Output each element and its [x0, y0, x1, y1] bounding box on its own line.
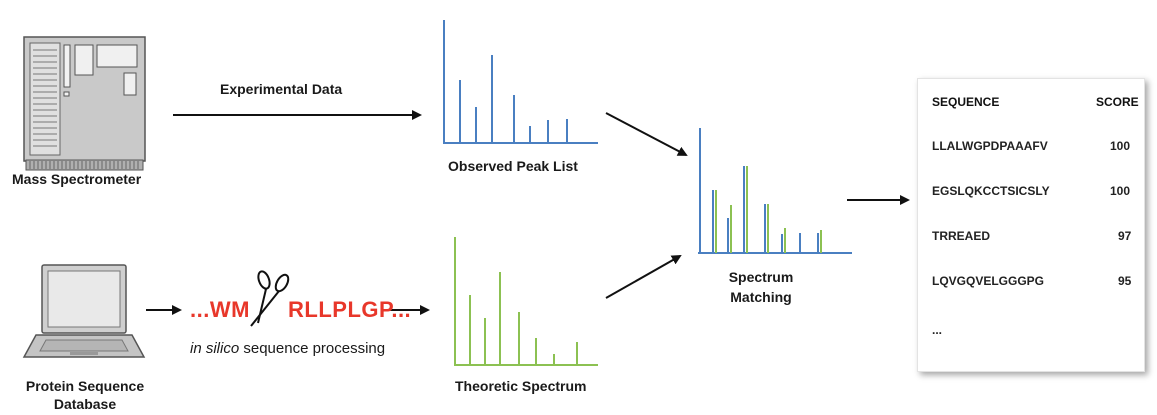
- arrow-observed-to-matching: [605, 112, 688, 156]
- peptide-left: ...WM: [190, 297, 250, 322]
- laptop-icon: [22, 264, 146, 358]
- row-score: 100: [1110, 184, 1131, 198]
- row-sequence: EGSLQKCCTSICSLY: [932, 184, 1050, 198]
- row-sequence: LQVGQVELGGGPG: [932, 274, 1045, 288]
- processing-italic: in silico: [190, 340, 240, 357]
- observed-peak-list-chart: [443, 20, 598, 144]
- spectrum-matching-chart: [698, 128, 852, 254]
- results-table: SEQUENCE SCORE LLALWGPDPAAAFV 100 EGSLQK…: [917, 78, 1145, 372]
- theoretic-spectrum-label: Theoretic Spectrum: [455, 378, 587, 394]
- observed-peak-list-label: Observed Peak List: [448, 158, 578, 174]
- row-sequence: LLALWGPDPAAAFV: [932, 139, 1048, 153]
- mass-spectrometer-icon: [23, 36, 146, 171]
- spectrum-matching-label-line1: Spectrum: [728, 269, 794, 285]
- experimental-data-label: Experimental Data: [220, 81, 343, 97]
- results-ellipsis: ...: [932, 323, 943, 337]
- processing-rest: sequence processing: [239, 340, 386, 357]
- theoretic-spectrum-chart: [454, 237, 598, 366]
- arrow-theoretic-to-matching: [605, 255, 682, 299]
- protein-db-label-line2: Database: [53, 396, 117, 412]
- header-sequence: SEQUENCE: [932, 95, 1000, 109]
- scissors-icon: [250, 270, 290, 327]
- protein-db-label-line1: Protein Sequence: [25, 378, 145, 394]
- processing-label: in silico sequence processing: [190, 340, 385, 357]
- row-sequence: TRREAED: [932, 229, 991, 243]
- header-score: SCORE: [1096, 95, 1139, 109]
- peptide-right: RLLPLGP...: [288, 297, 412, 322]
- mass-spectrometer-label: Mass Spectrometer: [12, 171, 142, 187]
- row-score: 100: [1110, 139, 1131, 153]
- row-score: 97: [1118, 229, 1132, 243]
- row-score: 95: [1118, 274, 1132, 288]
- spectrum-matching-label-line2: Matching: [730, 289, 792, 305]
